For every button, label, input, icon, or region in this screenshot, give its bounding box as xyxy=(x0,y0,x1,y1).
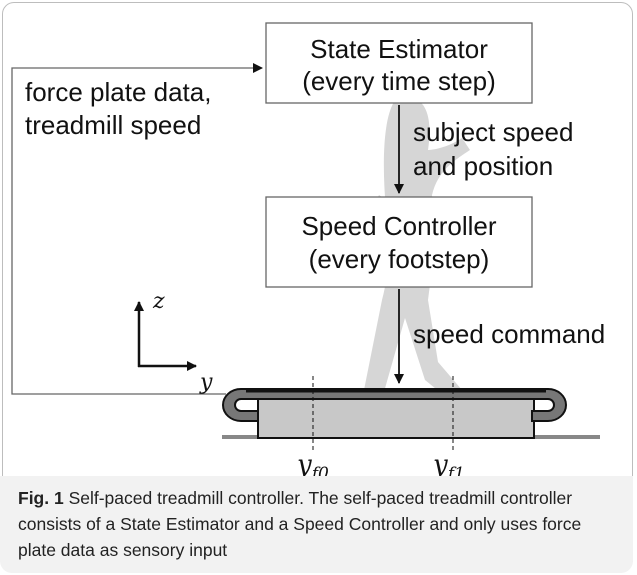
speed-controller-rate: (every footstep) xyxy=(309,244,490,274)
treadmill xyxy=(222,388,600,439)
feedback-loop-arrow xyxy=(11,63,263,395)
controller-output-label: speed command xyxy=(413,319,605,349)
figure-caption: Fig. 1 Self-paced treadmill controller. … xyxy=(0,476,633,573)
speed-controller-title: Speed Controller xyxy=(301,211,496,241)
estimator-output-label-line2: and position xyxy=(413,151,553,181)
z-axis-label: z xyxy=(152,289,165,314)
state-estimator-box xyxy=(265,22,533,104)
state-estimator-rate: (every time step) xyxy=(302,66,496,96)
feedback-label-line2: treadmill speed xyxy=(25,110,201,140)
figure-label: Fig. 1 xyxy=(18,488,64,508)
speed-controller-box xyxy=(265,196,533,288)
treadmill-belt xyxy=(222,388,567,422)
y-axis-label: y xyxy=(199,370,213,395)
coordinate-axes: z y xyxy=(134,289,213,395)
caption-text: Self-paced treadmill controller. The sel… xyxy=(18,488,582,560)
feedback-label-line1: force plate data, xyxy=(25,77,211,107)
estimator-output-label-line1: subject speed xyxy=(413,117,573,147)
state-estimator-title: State Estimator xyxy=(310,34,488,64)
